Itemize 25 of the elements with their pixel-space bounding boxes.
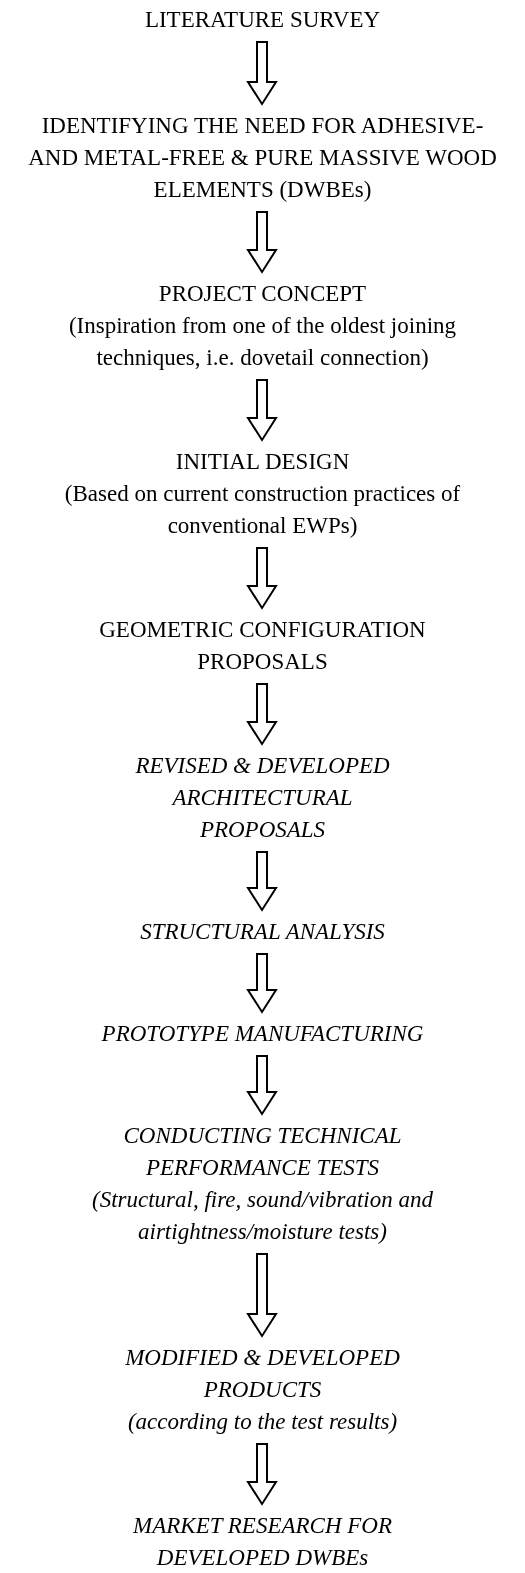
hollow-arrow [246, 379, 278, 442]
hollow-arrow [246, 1055, 278, 1116]
step-heading: LITERATURE SURVEY [143, 6, 382, 34]
hollow-arrow [246, 547, 278, 610]
hollow-arrow [246, 953, 278, 1014]
hollow-arrow [246, 1443, 278, 1506]
step-heading: CONDUCTING TECHNICAL PERFORMANCE TESTS [122, 1122, 403, 1182]
step-heading: MARKET RESEARCH FOR DEVELOPED DWBEs [132, 1512, 393, 1572]
step-heading: STRUCTURAL ANALYSIS [139, 918, 386, 946]
step-note: (Structural, fire, sound/vibration and airtightness/moisture tests) [91, 1186, 434, 1246]
hollow-arrow [246, 211, 278, 274]
step-note: (according to the test results) [126, 1408, 399, 1436]
step-heading: PROJECT CONCEPT [157, 280, 368, 308]
hollow-arrow [246, 683, 278, 746]
step-heading: GEOMETRIC CONFIGURATION PROPOSALS [98, 616, 427, 676]
hollow-arrow [246, 851, 278, 912]
step-heading: PROTOTYPE MANUFACTURING [100, 1020, 425, 1048]
step-note: (Based on current construction practices of conventional EWPs) [63, 480, 462, 540]
step-heading: MODIFIED & DEVELOPED PRODUCTS [124, 1344, 401, 1404]
step-heading: REVISED & DEVELOPED ARCHITECTURAL PROPOSALS [134, 752, 391, 844]
step-heading: IDENTIFYING THE NEED FOR ADHESIVE- AND METAL-FREE & PURE MASSIVE WOOD ELEMENTS (DWBEs) [27, 112, 498, 204]
step-heading: INITIAL DESIGN [174, 448, 351, 476]
hollow-arrow [246, 41, 278, 106]
hollow-arrow [246, 1253, 278, 1338]
step-note: (Inspiration from one of the oldest joining techniques, i.e. dovetail connection) [67, 312, 458, 372]
